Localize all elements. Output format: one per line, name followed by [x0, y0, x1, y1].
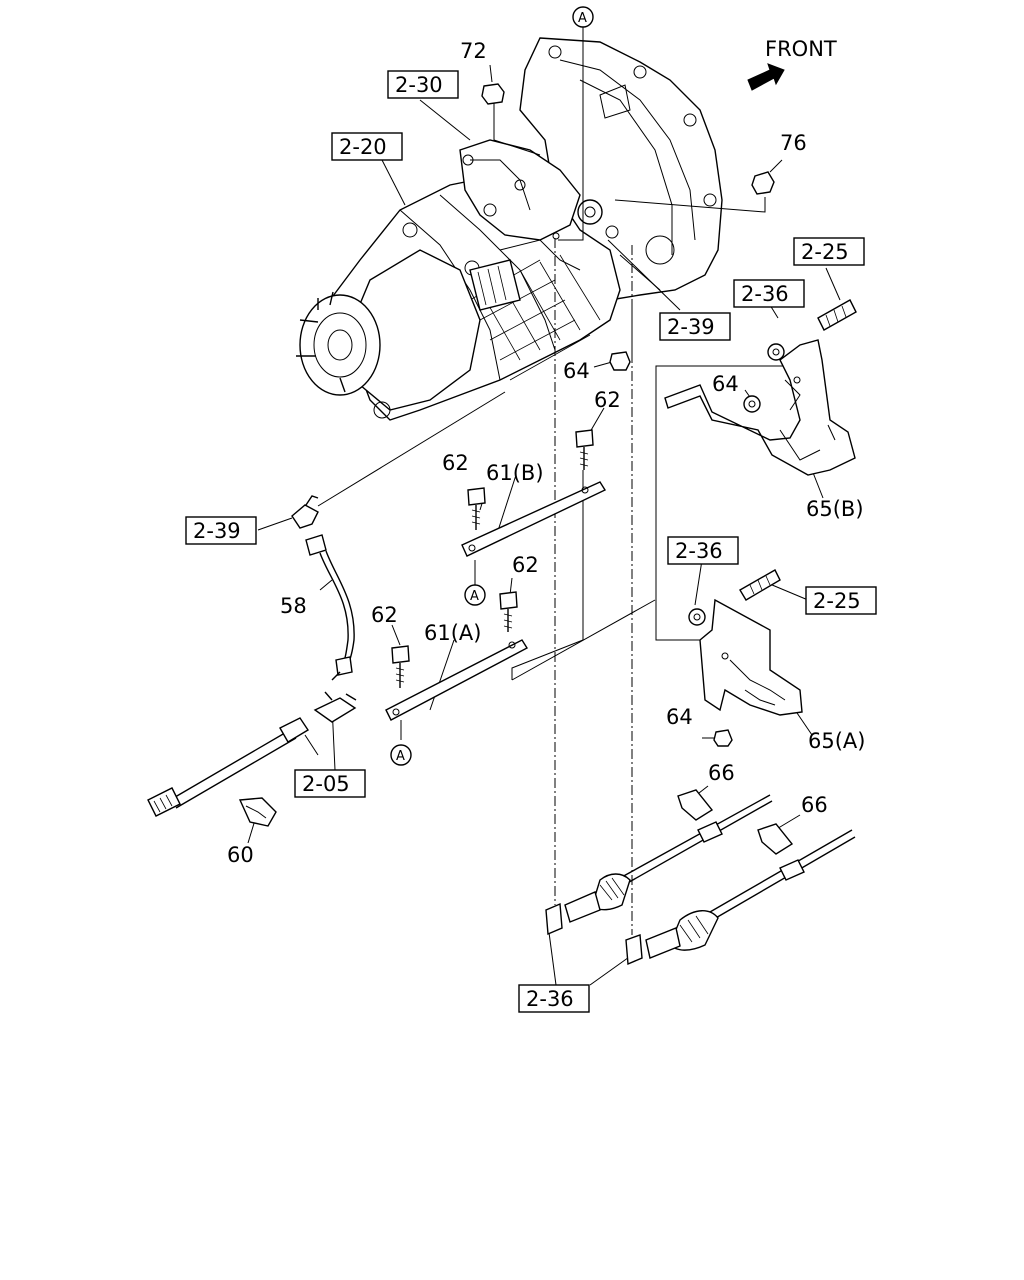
nuts [481, 83, 775, 747]
plate-61a [385, 639, 528, 721]
svg-text:2-30: 2-30 [395, 73, 443, 97]
ref-box-2-25-mid[interactable]: 2-25 [805, 586, 877, 615]
bracket-65a [688, 569, 803, 716]
part-number-66-a: 66 [708, 761, 735, 785]
svg-text:2-36: 2-36 [741, 282, 789, 306]
circle-markers: A A A [390, 6, 594, 766]
bolt-2-25-top [817, 299, 857, 331]
part-number-65b: 65(B) [806, 497, 864, 521]
part-number-64-a: 64 [563, 359, 590, 383]
cable-lower [625, 823, 856, 966]
ref-box-2-36-mid[interactable]: 2-36 [667, 536, 739, 565]
part-number-62-a: 62 [594, 388, 621, 412]
part-number-62-b: 62 [442, 451, 469, 475]
cable-upper [545, 789, 773, 936]
clip-60 [238, 797, 277, 827]
part-number-72: 72 [460, 39, 487, 63]
svg-text:2-36: 2-36 [675, 539, 723, 563]
ref-box-2-39-left[interactable]: 2-39 [185, 516, 257, 545]
ref-box-2-20[interactable]: 2-20 [331, 132, 403, 161]
front-arrow-icon [747, 63, 785, 91]
part-number-62-d: 62 [371, 603, 398, 627]
part-number-62-c: 62 [512, 553, 539, 577]
part-number-64-c: 64 [666, 705, 693, 729]
ref-box-2-39-right[interactable]: 2-39 [659, 312, 731, 341]
svg-text:2-39: 2-39 [193, 519, 241, 543]
front-label: FRONT [765, 37, 837, 61]
pipe-2-05 [147, 691, 357, 817]
svg-text:2-25: 2-25 [801, 240, 849, 264]
marker-a-mid: A [464, 584, 486, 606]
reference-boxes: 2-30 2-20 2-25 2-36 2-39 2-39 2-36 2-25 [185, 70, 877, 1013]
svg-text:2-20: 2-20 [339, 135, 387, 159]
part-number-61b: 61(B) [486, 461, 544, 485]
part-number-61a: 61(A) [424, 621, 481, 645]
part-number-66-b: 66 [801, 793, 828, 817]
part-number-labels: 72 76 64 64 62 62 61(B) 65(B) 58 62 62 6… [227, 39, 865, 867]
part-number-76: 76 [780, 131, 807, 155]
ref-box-2-36-top[interactable]: 2-36 [733, 279, 805, 308]
ref-box-2-30[interactable]: 2-30 [387, 70, 459, 99]
svg-text:2-39: 2-39 [667, 315, 715, 339]
svg-text:A: A [578, 11, 587, 26]
part-number-65a: 65(A) [808, 729, 865, 753]
ref-box-2-36-bottom[interactable]: 2-36 [518, 984, 590, 1013]
part-number-58: 58 [280, 594, 307, 618]
bracket-65b [664, 339, 856, 476]
marker-a-low: A [390, 744, 412, 766]
front-indicator: FRONT [747, 37, 837, 91]
ref-box-2-05[interactable]: 2-05 [294, 769, 366, 798]
part-number-60: 60 [227, 843, 254, 867]
svg-text:A: A [470, 589, 479, 604]
svg-text:2-36: 2-36 [526, 987, 574, 1011]
transmission-assembly [296, 37, 723, 421]
svg-text:2-25: 2-25 [813, 589, 861, 613]
part-number-64-b: 64 [712, 372, 739, 396]
ref-box-2-25-top[interactable]: 2-25 [793, 237, 865, 266]
leader-lines [247, 27, 841, 986]
svg-text:A: A [396, 749, 405, 764]
bolts-62 [391, 429, 594, 688]
hose-58 [291, 495, 355, 681]
plate-61b [461, 481, 607, 557]
svg-text:2-05: 2-05 [302, 772, 350, 796]
marker-a-top: A [572, 6, 594, 28]
